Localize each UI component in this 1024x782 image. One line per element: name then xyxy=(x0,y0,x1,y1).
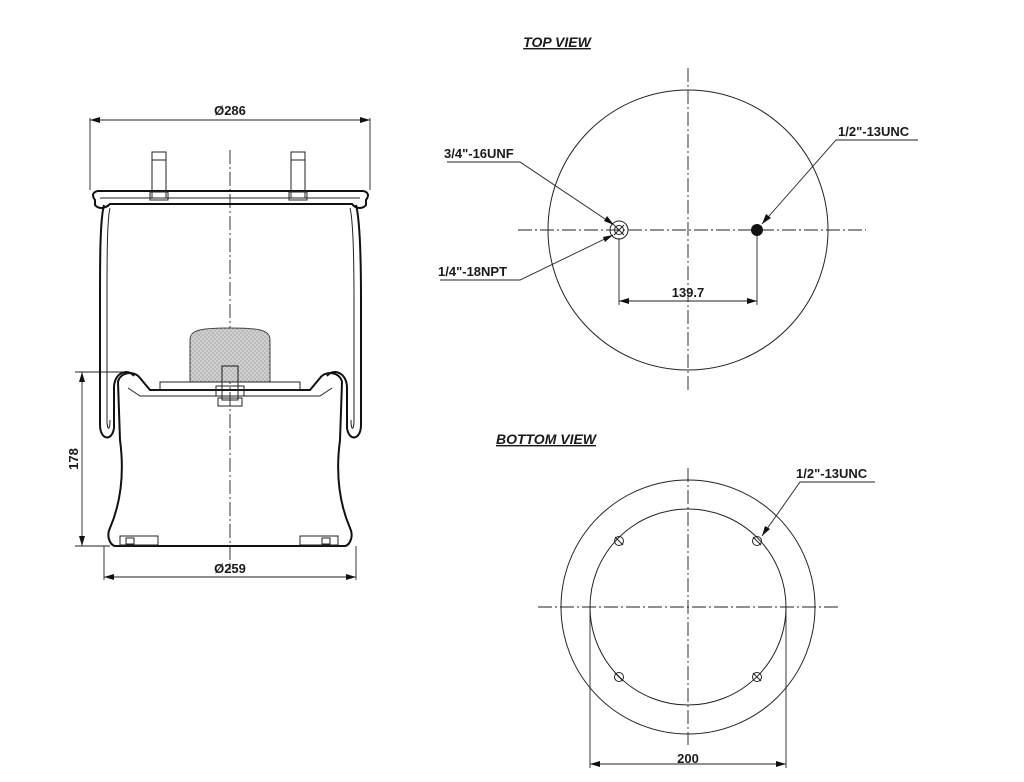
bellow-left-wall xyxy=(99,204,135,439)
bolt-circle-label: 200 xyxy=(677,751,699,766)
top-view-title: TOP VIEW xyxy=(523,34,592,50)
bottom-view-title: BOTTOM VIEW xyxy=(496,431,598,447)
bottom-stud-label: 1/2"-13UNC xyxy=(796,466,868,481)
height-label: 178 xyxy=(66,448,81,470)
bellow-right-wall xyxy=(326,204,362,439)
top-stud-hole xyxy=(751,224,763,236)
top-stud-right xyxy=(288,151,308,201)
top-view: TOP VIEW 3/4"-16UNF 1/4"-18NPT 1/2"-13UN… xyxy=(438,34,918,392)
bottom-clip-left xyxy=(119,535,159,546)
side-view: Ø286 Ø259 178 xyxy=(66,103,371,580)
top-stud-label: 1/2"-13UNC xyxy=(838,124,910,139)
bumper xyxy=(189,327,271,383)
top-diameter-label: Ø286 xyxy=(214,103,246,118)
fitting-label: 3/4"-16UNF xyxy=(444,146,514,161)
top-plate xyxy=(92,190,369,209)
bottom-diameter-label: Ø259 xyxy=(214,561,246,576)
bottom-view: BOTTOM VIEW 1/2"-13UNC 200 xyxy=(496,431,875,768)
bottom-clip-right xyxy=(299,535,339,546)
center-bolt xyxy=(215,365,245,407)
offset-label: 139.7 xyxy=(672,285,705,300)
port-label: 1/4"-18NPT xyxy=(438,264,507,279)
top-stud-left xyxy=(149,151,169,201)
bottom-bolt-holes xyxy=(614,536,762,682)
